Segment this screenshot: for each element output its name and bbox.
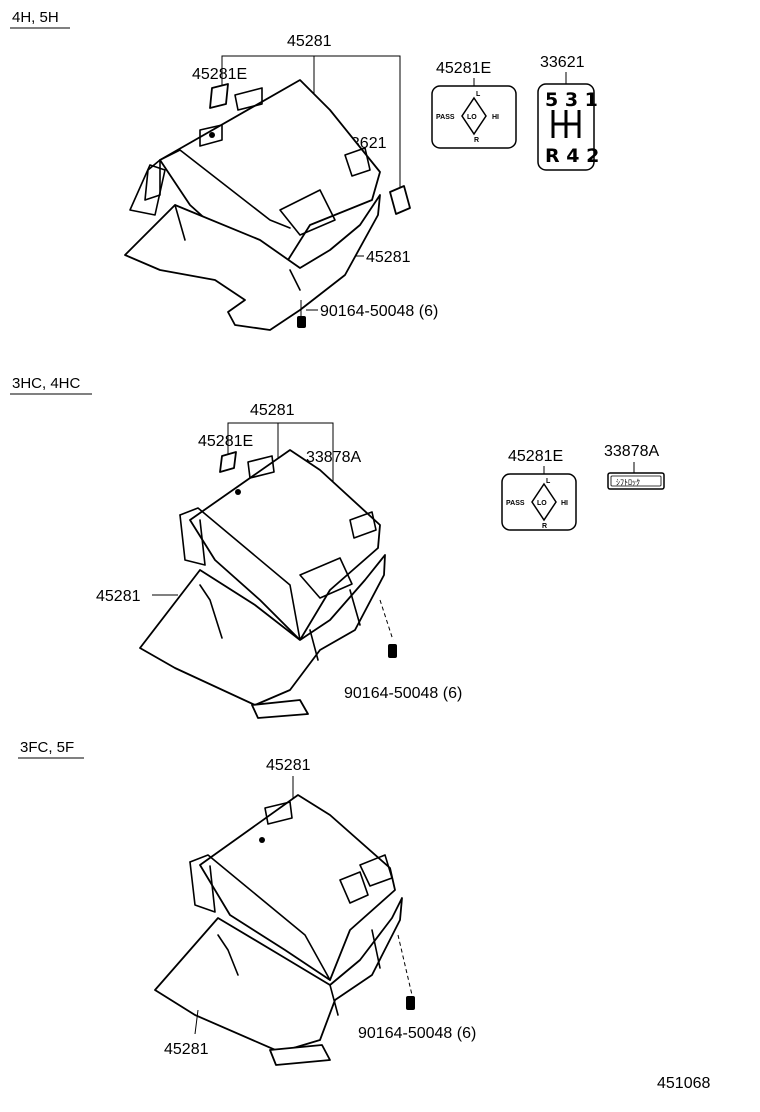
svg-text:ｼﾌﾄﾛｯｸ: ｼﾌﾄﾛｯｸ xyxy=(616,478,640,487)
svg-text:PASS: PASS xyxy=(506,500,525,507)
inset-title-45281E-1: 45281E xyxy=(436,60,491,77)
svg-text:PASS: PASS xyxy=(436,114,455,121)
column-cover-lower-1 xyxy=(124,164,381,331)
svg-text:HI: HI xyxy=(561,500,568,507)
label-piece-1 xyxy=(389,185,411,215)
screw-1 xyxy=(297,300,306,328)
switch-emblem-inset-1: LO PASS HI L R xyxy=(431,85,517,149)
svg-text:L: L xyxy=(546,478,551,485)
svg-text:L: L xyxy=(476,91,481,98)
shift-lock-plate-inset: ｼﾌﾄﾛｯｸ xyxy=(607,472,665,490)
label-45281E-1: 45281E xyxy=(192,66,247,83)
leader-bracket-2 xyxy=(227,422,334,538)
section-3hc-4hc: 3HC, 4HC 45281 45281E 33878A 45281 90164… xyxy=(10,375,665,719)
screw-3 xyxy=(406,996,415,1010)
svg-text:LO: LO xyxy=(467,114,477,121)
emblem-piece-1 xyxy=(209,83,229,109)
column-cover-upper-2 xyxy=(179,449,381,641)
section-heading-3hc-4hc: 3HC, 4HC xyxy=(12,375,81,392)
svg-text:HI: HI xyxy=(492,114,499,121)
screw-2 xyxy=(388,644,397,658)
label-45281-top-2: 45281 xyxy=(250,402,295,419)
inset-title-33621-1: 33621 xyxy=(540,54,585,71)
section-3fc-5f: 3FC, 5F 45281 90164-50048 (6) 45281 xyxy=(18,739,476,1066)
label-45281-top-3: 45281 xyxy=(266,757,311,774)
svg-text:5 3 1: 5 3 1 xyxy=(545,89,598,111)
label-45281-top-1: 45281 xyxy=(287,33,332,50)
label-45281-lower-1: 45281 xyxy=(366,249,411,266)
svg-text:R 4 2: R 4 2 xyxy=(545,145,599,167)
label-45281-lower-3: 45281 xyxy=(164,1041,209,1058)
label-33878A-1: 33878A xyxy=(306,449,361,466)
section-heading-4h-5h: 4H, 5H xyxy=(12,9,59,26)
inset-title-45281E-2: 45281E xyxy=(508,448,563,465)
section-4h-5h: 4H, 5H 45281 45281E 33621 45281 90164-50… xyxy=(10,9,599,331)
column-cover-upper-3 xyxy=(189,794,396,981)
column-cover-lower-2 xyxy=(139,554,386,719)
section-heading-3fc-5f: 3FC, 5F xyxy=(20,739,74,756)
label-screw-2: 90164-50048 (6) xyxy=(344,685,462,702)
label-45281-lower-2: 45281 xyxy=(96,588,141,605)
diagram-number: 451068 xyxy=(657,1075,710,1092)
column-cover-lower-3 xyxy=(154,897,403,1066)
svg-text:LO: LO xyxy=(537,500,547,507)
leader-bracket-1 xyxy=(221,55,401,188)
emblem-piece-2 xyxy=(219,451,237,473)
gear-pattern-inset: 5 3 1 R 4 2 xyxy=(537,83,599,171)
svg-text:R: R xyxy=(542,523,547,530)
inset-title-33878A: 33878A xyxy=(604,443,659,460)
label-screw-1: 90164-50048 (6) xyxy=(320,303,438,320)
svg-text:R: R xyxy=(474,137,479,144)
label-screw-3: 90164-50048 (6) xyxy=(358,1025,476,1042)
switch-emblem-inset-2: LO PASS HI L R xyxy=(501,473,577,531)
label-45281E-2: 45281E xyxy=(198,433,253,450)
